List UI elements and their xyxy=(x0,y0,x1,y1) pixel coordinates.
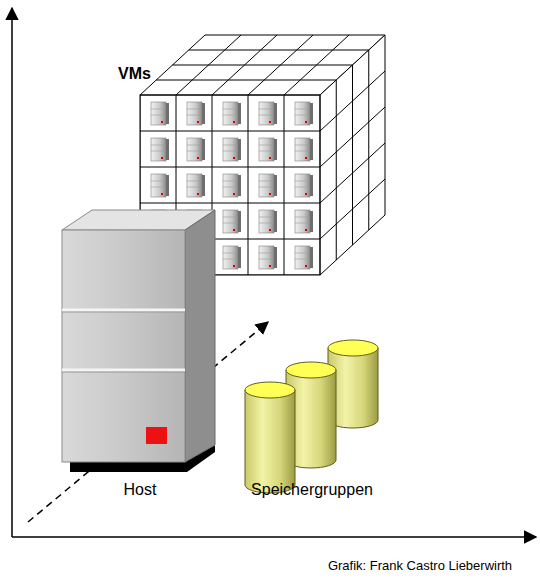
host-server xyxy=(62,210,215,472)
credit-note: Grafik: Frank Castro Lieberwirth xyxy=(328,558,512,574)
host-label: Host xyxy=(124,480,157,499)
horizontal-axis xyxy=(12,536,536,538)
storage-label: Speichergruppen xyxy=(251,480,373,499)
vertical-axis xyxy=(11,8,13,537)
storage-cylinders xyxy=(245,340,378,493)
cube-label: VMs xyxy=(118,64,151,83)
